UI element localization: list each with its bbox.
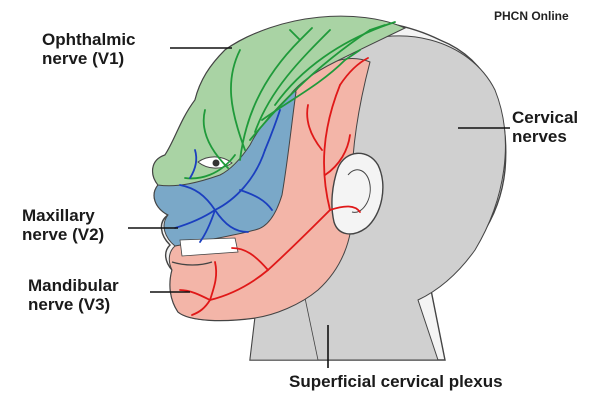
ophthalmic-nerve-branches [184,21,396,180]
label-mandibular-line2: nerve (V3) [28,295,111,315]
label-plexus: Superficial cervical plexus [289,372,503,391]
label-ophthalmic: Ophthalmic nerve (V1) [42,30,136,68]
label-mandibular-line1: Mandibular [28,276,119,295]
label-ophthalmic-line2: nerve (V1) [42,49,125,69]
maxillary-nerve-branches [174,109,281,243]
mouth [171,261,213,266]
label-ophthalmic-line1: Ophthalmic [42,30,136,49]
label-cervical-line2: nerves [512,127,567,147]
leader-lines [128,47,510,368]
label-cervical: Cervical nerves [512,108,578,146]
label-maxillary-line2: nerve (V2) [22,225,105,245]
mandibular-nerve-branches [179,57,369,316]
pupil [212,159,220,167]
teeth [179,237,239,257]
watermark: PHCN Online [494,9,569,23]
ear-inner [347,169,371,213]
label-mandibular: Mandibular nerve (V3) [28,276,119,314]
label-maxillary: Maxillary nerve (V2) [22,206,104,244]
ear [331,152,384,235]
label-cervical-line1: Cervical [512,108,579,127]
label-maxillary-line1: Maxillary [22,206,95,225]
label-plexus-line1: Superficial cervical plexus [289,372,503,391]
